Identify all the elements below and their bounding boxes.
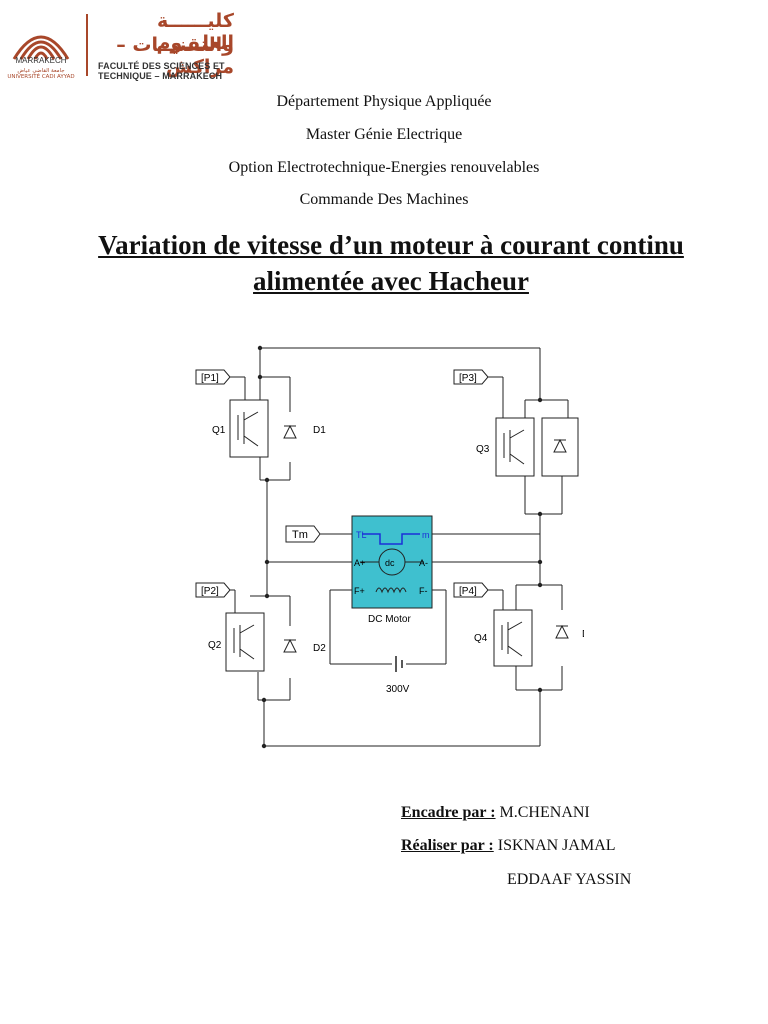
supervisor-label: Encadre par : [401, 804, 496, 821]
supervisor-line: Encadre par : M.CHENANI [401, 804, 590, 822]
svg-text:[P3]: [P3] [459, 373, 477, 384]
master-line: Master Génie Electrique [305, 126, 463, 143]
svg-text:Tm: Tm [292, 529, 308, 541]
junction-dots [257, 345, 543, 749]
svg-text:[P4]: [P4] [459, 586, 477, 597]
torque-input-tm: Tm [285, 525, 321, 543]
dc-motor-block: TL m A+ A- F+ F- dc DC Motor [351, 515, 433, 625]
goto-tag-p4: [P4] [453, 582, 489, 598]
chopper-circuit-diagram: [P1] [P2] [P3] [P4] Q1 D1 Q2 D2 Q3 D3 [195, 345, 584, 749]
option-line: Option Electrotechnique-Energies renouve… [228, 159, 540, 176]
logo-city: MARRAKECH [15, 56, 67, 65]
diode-d4: D4 [555, 624, 584, 640]
svg-text:A+: A+ [354, 558, 365, 568]
igbt-q1: Q1 [212, 399, 269, 458]
authors-label: Réaliser par : [401, 837, 494, 854]
goto-tag-p1: [P1] [195, 369, 231, 385]
igbt-q3: Q3 [476, 417, 535, 477]
logo-divider [86, 14, 88, 76]
svg-text:D2: D2 [313, 643, 326, 654]
faculty-logo: MARRAKECH جامعة القاضي عياض UNIVERSITÉ C… [6, 8, 238, 81]
svg-text:F-: F- [419, 586, 428, 596]
svg-text:dc: dc [385, 558, 395, 568]
course-line: Commande Des Machines [299, 191, 469, 208]
page-title-line2: alimentée avec Hacheur [253, 266, 529, 296]
department-line: Département Physique Appliquée [276, 93, 492, 110]
svg-text:[P2]: [P2] [201, 586, 219, 597]
svg-text:TL: TL [356, 530, 367, 540]
goto-tag-p3: [P3] [453, 369, 489, 385]
svg-text:300V: 300V [386, 684, 410, 695]
author-name-1: ISKNAN JAMAL [497, 837, 616, 854]
dc-voltage-source: 300V [386, 656, 410, 695]
svg-text:m: m [422, 530, 430, 540]
svg-text:A-: A- [419, 558, 428, 568]
logo-university: جامعة القاضي عياض UNIVERSITÉ CADI AYYAD [7, 68, 75, 80]
svg-text:Q4: Q4 [474, 633, 488, 644]
svg-text:Q3: Q3 [476, 444, 490, 455]
author-name-2: EDDAAF YASSIN [507, 871, 632, 888]
svg-text:[P1]: [P1] [201, 373, 219, 384]
svg-text:D1: D1 [313, 425, 326, 436]
faculty-emblem-icon [12, 35, 70, 60]
logo-arabic-line1: كليــــــة العلـــوم [156, 10, 234, 54]
diode-d2: D2 [283, 638, 326, 654]
logo-french-line2: TECHNIQUE – MARRAKECH [98, 71, 223, 81]
igbt-q2: Q2 [208, 612, 265, 672]
goto-tag-p2: [P2] [195, 582, 231, 598]
svg-text:D4: D4 [582, 629, 584, 640]
diode-d1: D1 [283, 424, 326, 439]
supervisor-name: M.CHENANI [499, 804, 590, 821]
svg-text:Q2: Q2 [208, 640, 222, 651]
authors-line: Réaliser par : ISKNAN JAMAL [401, 837, 616, 855]
logo-french-line1: FACULTÉ DES SCIENCES ET [98, 61, 225, 71]
wires [230, 347, 569, 747]
svg-text:DC Motor: DC Motor [368, 614, 411, 625]
igbt-q4: Q4 [474, 609, 533, 667]
diode-d3: D3 [541, 417, 579, 477]
svg-text:Q1: Q1 [212, 425, 226, 436]
page-title-line1: Variation de vitesse d’un moteur à coura… [98, 230, 684, 260]
logo-arabic-line2: والتقنيــات – مراكش [116, 34, 234, 78]
svg-text:F+: F+ [354, 586, 365, 596]
